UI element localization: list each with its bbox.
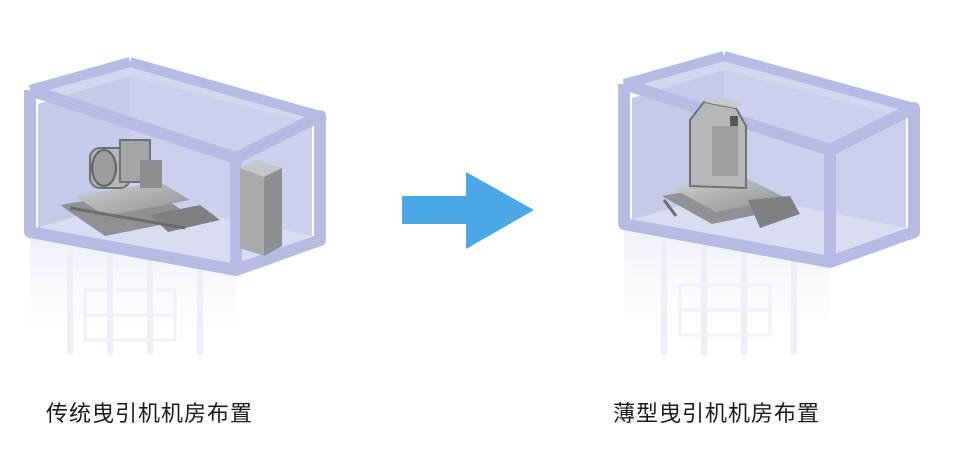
traditional-traction-machine-icon (60, 139, 220, 236)
right-arrow-icon (402, 172, 534, 249)
control-cabinet-icon (240, 160, 282, 256)
traditional-layout-caption: 传统曳引机机房布置 (46, 402, 254, 427)
traditional-machine-room (24, 57, 326, 360)
thin-traction-machine-icon (662, 98, 800, 228)
thin-machine-room (618, 51, 920, 360)
thin-layout-caption: 薄型曳引机机房布置 (613, 402, 821, 427)
